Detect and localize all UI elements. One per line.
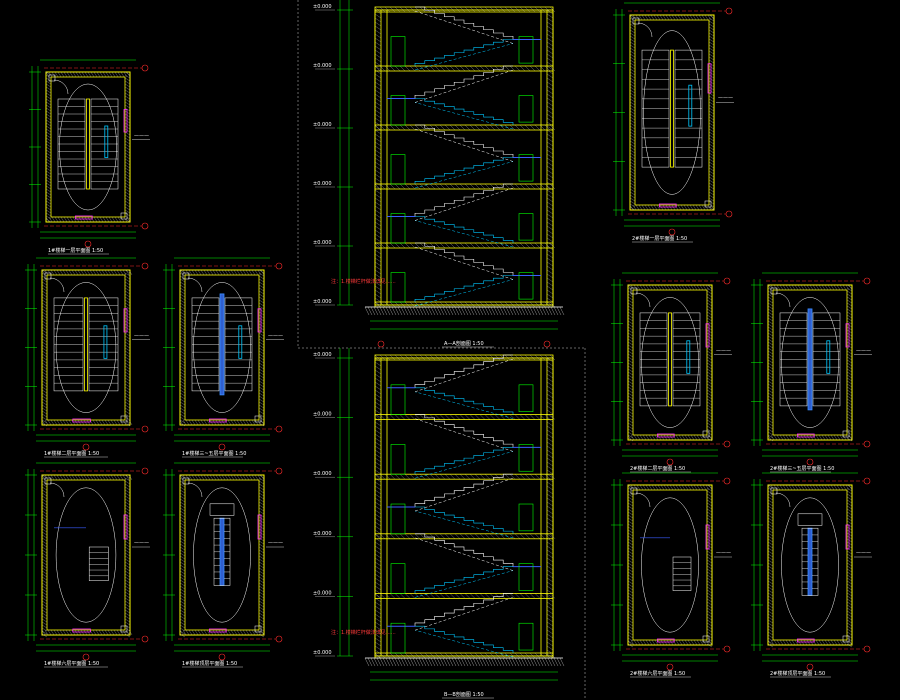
svg-text:±0.000: ±0.000 (313, 352, 332, 358)
stair-plan-plan-left-bot-b: ——— 1#楼梯顶层平面图 1:50 (163, 462, 284, 668)
stair-plan-plan-right-mid-a: ——— 2#楼梯二层平面图 1:50 (611, 272, 732, 473)
svg-text:±0.000: ±0.000 (313, 531, 332, 537)
plan-title: 1#楼梯三~五层平面图 1:50 (182, 450, 246, 457)
section-title: B—B剖面图 1:50 (444, 691, 484, 698)
svg-text:———: ——— (268, 333, 283, 339)
svg-text:———: ——— (134, 133, 149, 139)
stair-flight (414, 183, 513, 217)
plan-title: 2#楼梯三~五层平面图 1:50 (770, 465, 834, 472)
stair-flight (415, 625, 514, 653)
svg-text:———: ——— (856, 550, 871, 556)
svg-text:±0.000: ±0.000 (313, 122, 332, 128)
wall-hatch (767, 284, 853, 442)
plan-title: 1#楼梯二层平面图 1:50 (44, 450, 99, 457)
stair-plan-plan-left-mid-b: ——— 1#楼梯三~五层平面图 1:50 (163, 257, 284, 458)
stair-plan-plan-left-top: ——— 1#楼梯一层平面图 1:50 (29, 59, 150, 255)
svg-text:———: ——— (856, 348, 871, 354)
plan-title: 1#楼梯一层平面图 1:50 (48, 247, 103, 254)
section-note: 注：1.楼梯栏杆做法详见…… (331, 278, 396, 285)
stair-plan-plan-right-bot-b: ——— 2#楼梯顶层平面图 1:50 (751, 472, 872, 678)
svg-text:———: ——— (716, 348, 731, 354)
wall-hatch (627, 284, 713, 442)
stair-plan-plan-right-bot-a: ——— 2#楼梯六层平面图 1:50 (611, 472, 732, 678)
stair-flight (415, 506, 514, 534)
svg-text:±0.000: ±0.000 (313, 63, 332, 69)
stair-flight (415, 6, 514, 40)
wall-hatch (45, 71, 131, 223)
plan-title: 2#楼梯顶层平面图 1:50 (770, 670, 825, 677)
stair-flight (414, 39, 513, 66)
stair-flight (415, 124, 514, 158)
stair-flight (414, 157, 513, 184)
plan-title: 2#楼梯二层平面图 1:50 (630, 465, 685, 472)
wall-hatch (627, 484, 713, 648)
stair-flight (414, 354, 513, 388)
stair-plan-plan-right-top: ——— 2#楼梯一层平面图 1:50 (613, 2, 734, 243)
wall-hatch (629, 14, 715, 211)
stair-flight (414, 275, 513, 302)
svg-text:±0.000: ±0.000 (313, 299, 332, 305)
svg-text:———: ——— (268, 540, 283, 546)
stair-plan-plan-right-mid-b: ——— 2#楼梯三~五层平面图 1:50 (751, 272, 872, 473)
stair-plan-plan-left-bot-a: ——— 1#楼梯六层平面图 1:50 (25, 462, 150, 668)
stair-flight (414, 473, 513, 507)
svg-text:±0.000: ±0.000 (313, 650, 332, 656)
stair-flight (415, 98, 514, 125)
plan-title: 1#楼梯六层平面图 1:50 (44, 660, 99, 667)
plan-title: 2#楼梯一层平面图 1:50 (632, 235, 687, 242)
plan-title: 1#楼梯顶层平面图 1:50 (182, 660, 237, 667)
stair-flight (414, 566, 513, 594)
stair-flight (414, 65, 513, 99)
stair-flight (415, 387, 514, 415)
wall-hatch (41, 269, 133, 427)
stair-plan-plan-left-mid-a: ——— 1#楼梯二层平面图 1:50 (25, 257, 150, 458)
wall-hatch (179, 474, 265, 638)
stair-flight (415, 242, 514, 276)
svg-text:———: ——— (134, 540, 149, 546)
svg-text:±0.000: ±0.000 (313, 181, 332, 187)
section-title: A—A剖面图 1:50 (444, 340, 484, 347)
stair-flight (414, 593, 513, 627)
svg-text:±0.000: ±0.000 (313, 412, 332, 418)
wall-hatch (767, 484, 853, 648)
svg-text:———: ——— (718, 95, 733, 101)
stair-flight (415, 533, 514, 567)
wall-hatch (41, 474, 133, 638)
stair-flight (415, 216, 514, 243)
svg-text:———: ——— (134, 333, 149, 339)
svg-text:±0.000: ±0.000 (313, 240, 332, 246)
stair-section-section-top: ±0.000 ±0.000 ±0.000 ±0.000 ±0.000 ±0.000 注：1.… (313, 0, 565, 348)
svg-text:±0.000: ±0.000 (313, 590, 332, 596)
stair-flight (415, 414, 514, 448)
svg-text:±0.000: ±0.000 (313, 471, 332, 477)
svg-text:±0.000: ±0.000 (313, 4, 332, 10)
stair-flight (414, 447, 513, 475)
wall-hatch (179, 269, 265, 427)
section-note: 注：1.楼梯栏杆做法详见…… (331, 629, 396, 636)
svg-text:———: ——— (716, 550, 731, 556)
stair-section-section-bottom: ±0.000 ±0.000 ±0.000 ±0.000 ±0.000 ±0.000 注：1.… (313, 340, 565, 699)
plan-title: 2#楼梯六层平面图 1:50 (630, 670, 685, 677)
